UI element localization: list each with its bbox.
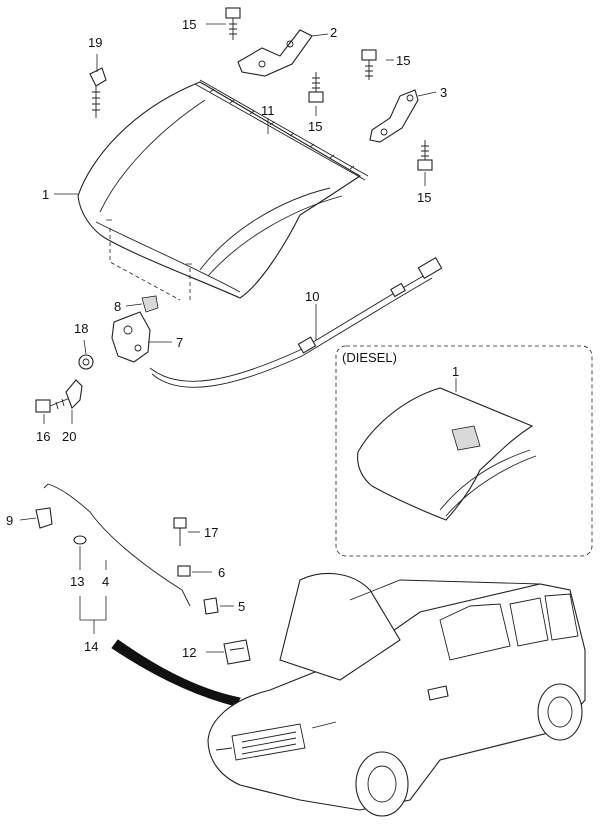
callout-8: 8 [114, 299, 121, 314]
callout-4: 4 [102, 574, 109, 589]
callout-11: 11 [261, 103, 275, 118]
striker-12-icon [223, 639, 251, 665]
vehicle-illustration [207, 572, 586, 817]
hood-prop-rod [43, 483, 191, 607]
bolt-15b-icon [361, 49, 377, 80]
bolt-15a-icon [225, 7, 241, 40]
callout-1: 1 [42, 187, 49, 202]
callout-3: 3 [440, 85, 447, 100]
hood-to-latch-guide [109, 228, 191, 301]
clip-5-icon [203, 597, 219, 615]
callout-1-diesel: 1 [452, 364, 459, 379]
hood-bumper-8-icon [141, 295, 159, 313]
callout-14: 14 [84, 639, 98, 654]
callout-13: 13 [70, 574, 84, 589]
clip-17-icon [173, 517, 187, 546]
callout-7: 7 [176, 335, 183, 350]
callout-17: 17 [204, 525, 218, 540]
bolt-15d-icon [417, 140, 433, 171]
callout-18: 18 [74, 321, 88, 336]
callout-numbers: 1 2 3 4 5 6 7 8 9 10 11 12 13 14 15 15 1… [6, 17, 459, 660]
callout-15-a: 15 [182, 17, 196, 32]
callout-5: 5 [238, 599, 245, 614]
callout-20: 20 [62, 429, 76, 444]
callout-6: 6 [218, 565, 225, 580]
callout-10: 10 [305, 289, 319, 304]
callout-9: 9 [6, 513, 13, 528]
hood-weatherstrip [194, 79, 369, 181]
grommet-13-icon [73, 535, 87, 545]
bolt-16-icon [35, 397, 71, 413]
location-pointer-arrow [111, 639, 241, 707]
callout-15-c: 15 [308, 119, 322, 134]
hood-hinge-right [369, 89, 419, 143]
callout-15-d: 15 [417, 190, 431, 205]
callout-15-b: 15 [396, 53, 410, 68]
callout-19: 19 [88, 35, 102, 50]
nut-18-icon [78, 354, 94, 370]
diesel-label: (DIESEL) [342, 350, 397, 365]
clip-19-icon [89, 67, 107, 118]
bolt-15c-icon [308, 72, 324, 103]
rod-holder-9-icon [35, 507, 53, 529]
callout-2: 2 [330, 25, 337, 40]
hood-holes [106, 219, 192, 265]
callout-12: 12 [182, 645, 196, 660]
callout-leaders [19, 23, 457, 653]
clip-6-icon [177, 565, 191, 577]
hood-latch [111, 311, 151, 363]
hood-panel [77, 81, 362, 299]
hood-release-cable [149, 257, 443, 388]
diesel-variant-box: (DIESEL) [335, 345, 593, 557]
callout-16: 16 [36, 429, 50, 444]
hood-hinge-left [237, 29, 313, 77]
bracket-20-icon [65, 379, 83, 409]
